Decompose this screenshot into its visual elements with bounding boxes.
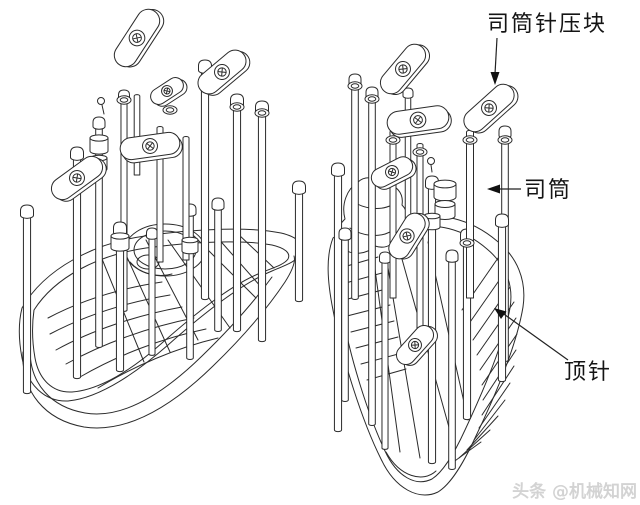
callout-sleeve-pin-block: 司筒针压块 [487,12,607,85]
leader-line [500,311,569,361]
watermark: 头条 @机械知网 [512,481,637,502]
arrow-left-icon [487,184,500,194]
label-sleeve-pin-block: 司筒针压块 [487,12,607,37]
label-ejector-pin: 顶针 [564,360,612,385]
left-view-drawing [18,8,306,429]
label-sleeve: 司筒 [524,178,572,203]
right-view-drawing [327,43,525,496]
callout-ejector-pin: 顶针 [494,308,612,385]
callout-sleeve: 司筒 [487,178,572,203]
leader-line [494,37,498,75]
arrow-down-icon [490,72,500,85]
annotations: 司筒针压块 司筒 顶针 [487,12,612,385]
arrow-upleft-icon [494,308,507,319]
